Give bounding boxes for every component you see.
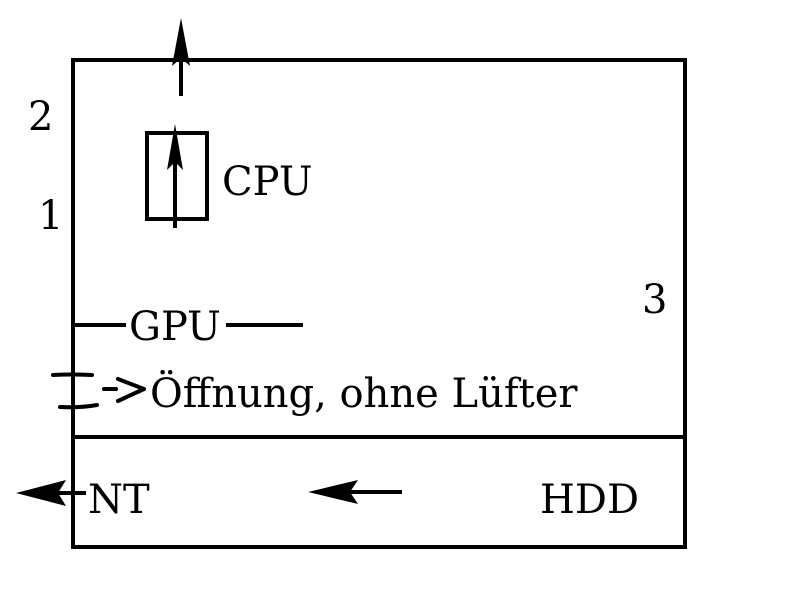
hdd-label: HDD [540,477,639,523]
gpu-label: GPU [129,304,221,350]
position-label-2: 2 [28,94,53,140]
position-label-3: 3 [642,277,667,323]
case-outline [71,58,687,549]
cpu-label: CPU [222,159,313,205]
opening-marker-icon [51,372,146,410]
position-label-1: 1 [38,193,63,239]
cpu-airflow-arrow-icon [167,124,183,228]
psu-exhaust-arrow-icon [16,480,86,506]
psu-airflow-arrow-icon [308,480,402,504]
psu-label: NT [88,477,150,523]
opening-label: Öffnung, ohne Lüfter [150,370,578,417]
top-exhaust-arrow-icon [172,18,190,96]
